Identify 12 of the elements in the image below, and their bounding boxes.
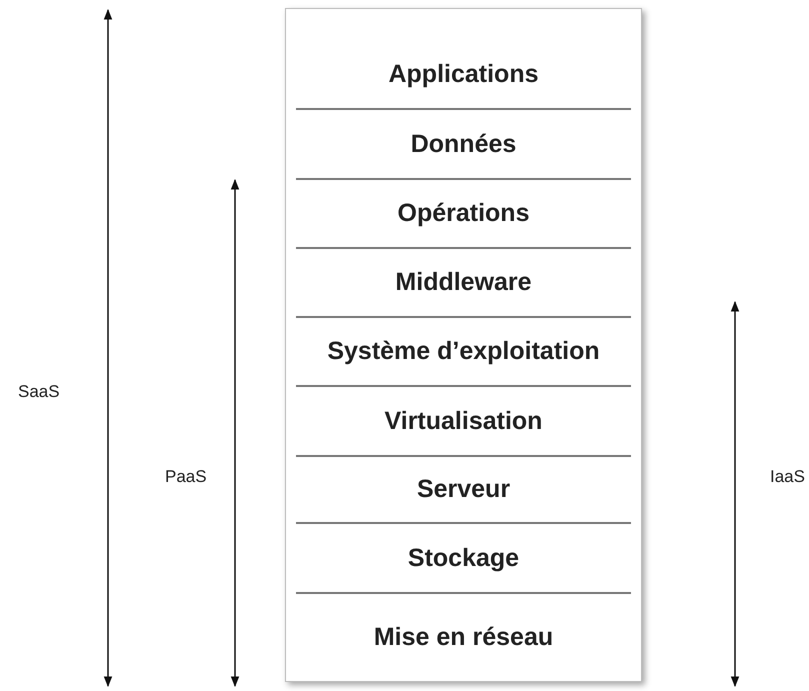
layer-label: Système d’exploitation [327,337,600,366]
range-label: PaaS [165,467,207,487]
layer-label: Données [410,130,516,158]
layer-label: Virtualisation [384,406,542,436]
layer-label: Serveur [416,475,510,504]
layer-label: Stockage [408,544,520,572]
layer-label: Mise en réseau [374,622,554,652]
layer-label: Opérations [398,199,530,228]
range-label: IaaS [770,467,805,487]
range-label: SaaS [18,382,60,402]
layer-label: Middleware [395,268,532,297]
layer-label: Applications [388,60,538,88]
